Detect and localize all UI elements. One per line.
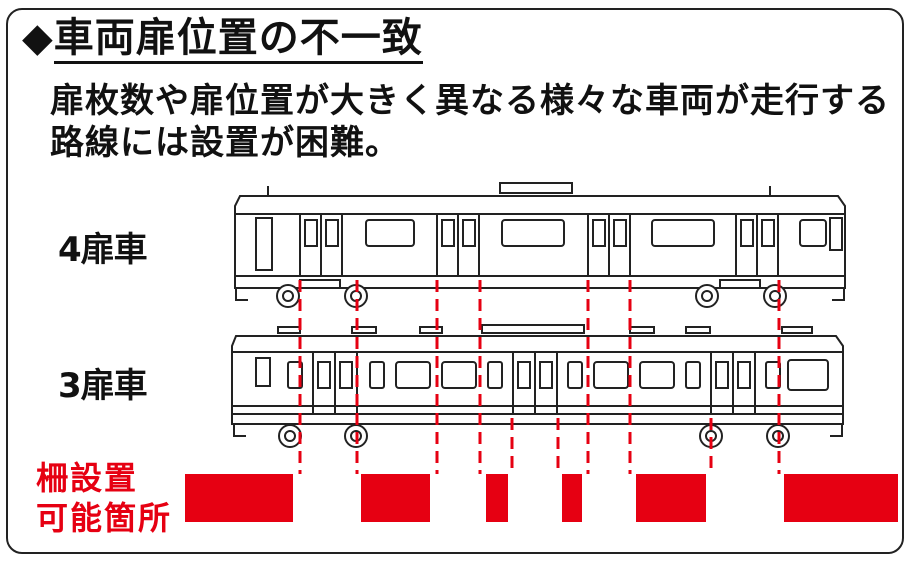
- diamond-marker-icon: ◆: [22, 15, 54, 61]
- title-text: 車両扉位置の不一致: [53, 15, 423, 64]
- train-car-4-door: [234, 182, 846, 308]
- door: [710, 351, 756, 415]
- fence-gap: [582, 474, 636, 522]
- door: [512, 351, 558, 415]
- door-alignment-guides: [298, 280, 781, 474]
- door: [587, 213, 631, 277]
- slide-frame: [6, 8, 904, 554]
- platform-fence-bar: [185, 474, 898, 522]
- description-line-1: 扉枚数や扉位置が大きく異なる様々な車両が走行する: [50, 81, 890, 121]
- fence-label-line-2: 可能箇所: [36, 499, 173, 537]
- door: [735, 213, 779, 277]
- car-label-4-door: 4扉車: [58, 230, 148, 270]
- door: [299, 213, 343, 277]
- fence-gap: [293, 474, 361, 522]
- slide-title: ◆車両扉位置の不一致: [22, 14, 423, 64]
- door: [312, 351, 358, 415]
- fence-gap: [706, 474, 784, 522]
- train-car-3-door: [231, 324, 844, 448]
- fence-gap: [430, 474, 486, 522]
- fence-label-line-1: 柵設置: [36, 459, 139, 497]
- description-line-2: 路線には設置が困難。: [50, 123, 400, 163]
- door: [436, 213, 480, 277]
- fence-gap: [508, 474, 562, 522]
- car-label-3-door: 3扉車: [58, 366, 148, 406]
